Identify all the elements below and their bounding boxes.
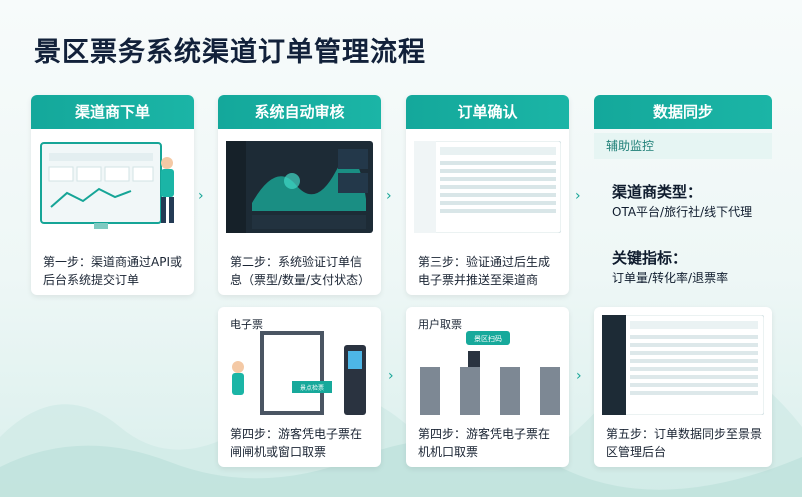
card-header: 系统自动审核 xyxy=(218,95,381,129)
kpi-values: 订单量/转化率/退票率 xyxy=(612,271,729,285)
step-description: 第一步：渠道商通过API或后台系统提交订单 xyxy=(43,255,182,287)
step-card-data-sync: 第五步：订单数据同步至景景区管理后台 xyxy=(594,307,772,467)
turnstile-gate-illustration: 景点检票 xyxy=(232,331,366,415)
flow-arrow-icon: › xyxy=(198,188,204,204)
step-card-channel-order: 渠道商下单 第一步：渠道商通过API或后台系统提交订单 xyxy=(31,95,194,295)
gate-sign-text: 景区扫码 xyxy=(474,334,502,343)
step-card-e-ticket-gate: 电子票 景点检票 第四步：游客凭电子票在闸闸机或窗口取票 xyxy=(218,307,381,467)
card-header: 渠道商下单 xyxy=(31,95,194,129)
step-card-auto-review: 系统自动审核 第二步：系统验证订单信息（票型/数量/支付状态） xyxy=(218,95,381,295)
step-description: 第五步：订单数据同步至景景区管理后台 xyxy=(606,427,763,459)
step-description: 第三步：验证通过后生成电子票并推送至渠道商 xyxy=(418,255,551,287)
page-title: 景区票务系统渠道订单管理流程 xyxy=(34,37,426,68)
flow-arrow-icon: › xyxy=(388,368,394,384)
order-list-illustration xyxy=(414,141,561,233)
analytics-dashboard-illustration xyxy=(226,141,373,233)
section-label: 用户取票 xyxy=(418,318,462,331)
step-description: 第二步：系统验证订单信息（票型/数量/支付状态） xyxy=(230,255,371,287)
gate-screen-text: 景点检票 xyxy=(300,384,324,392)
step-card-user-pickup: 用户取票 景区扫码 第四步：游客凭电子票在机机口取票 xyxy=(406,307,569,467)
ticket-gates-illustration: 景区扫码 xyxy=(420,331,560,415)
flow-arrow-icon: › xyxy=(386,188,392,204)
admin-table-illustration xyxy=(602,315,764,415)
card-header: 订单确认 xyxy=(406,95,569,129)
kpi-title: 关键指标： xyxy=(612,249,688,267)
card-header: 数据同步 xyxy=(594,95,772,129)
step-card-order-confirm: 订单确认 第三步：验证通过后生成电子票并推送至渠道商 xyxy=(406,95,569,295)
step-description: 第四步：游客凭电子票在闸闸机或窗口取票 xyxy=(230,427,363,459)
channel-type-values: OTA平台/旅行社/线下代理 xyxy=(612,205,753,219)
dashboard-illustration xyxy=(40,142,174,229)
flow-arrow-icon: › xyxy=(575,188,581,204)
monitor-subheader: 辅助监控 xyxy=(594,133,772,159)
section-label: 电子票 xyxy=(230,318,263,331)
data-sync-panel: 数据同步 辅助监控 渠道商类型： OTA平台/旅行社/线下代理 关键指标： 订单… xyxy=(594,95,772,295)
step-description: 第四步：游客凭电子票在机机口取票 xyxy=(418,427,551,459)
flow-arrow-icon: › xyxy=(576,368,582,384)
channel-type-title: 渠道商类型： xyxy=(612,183,703,201)
